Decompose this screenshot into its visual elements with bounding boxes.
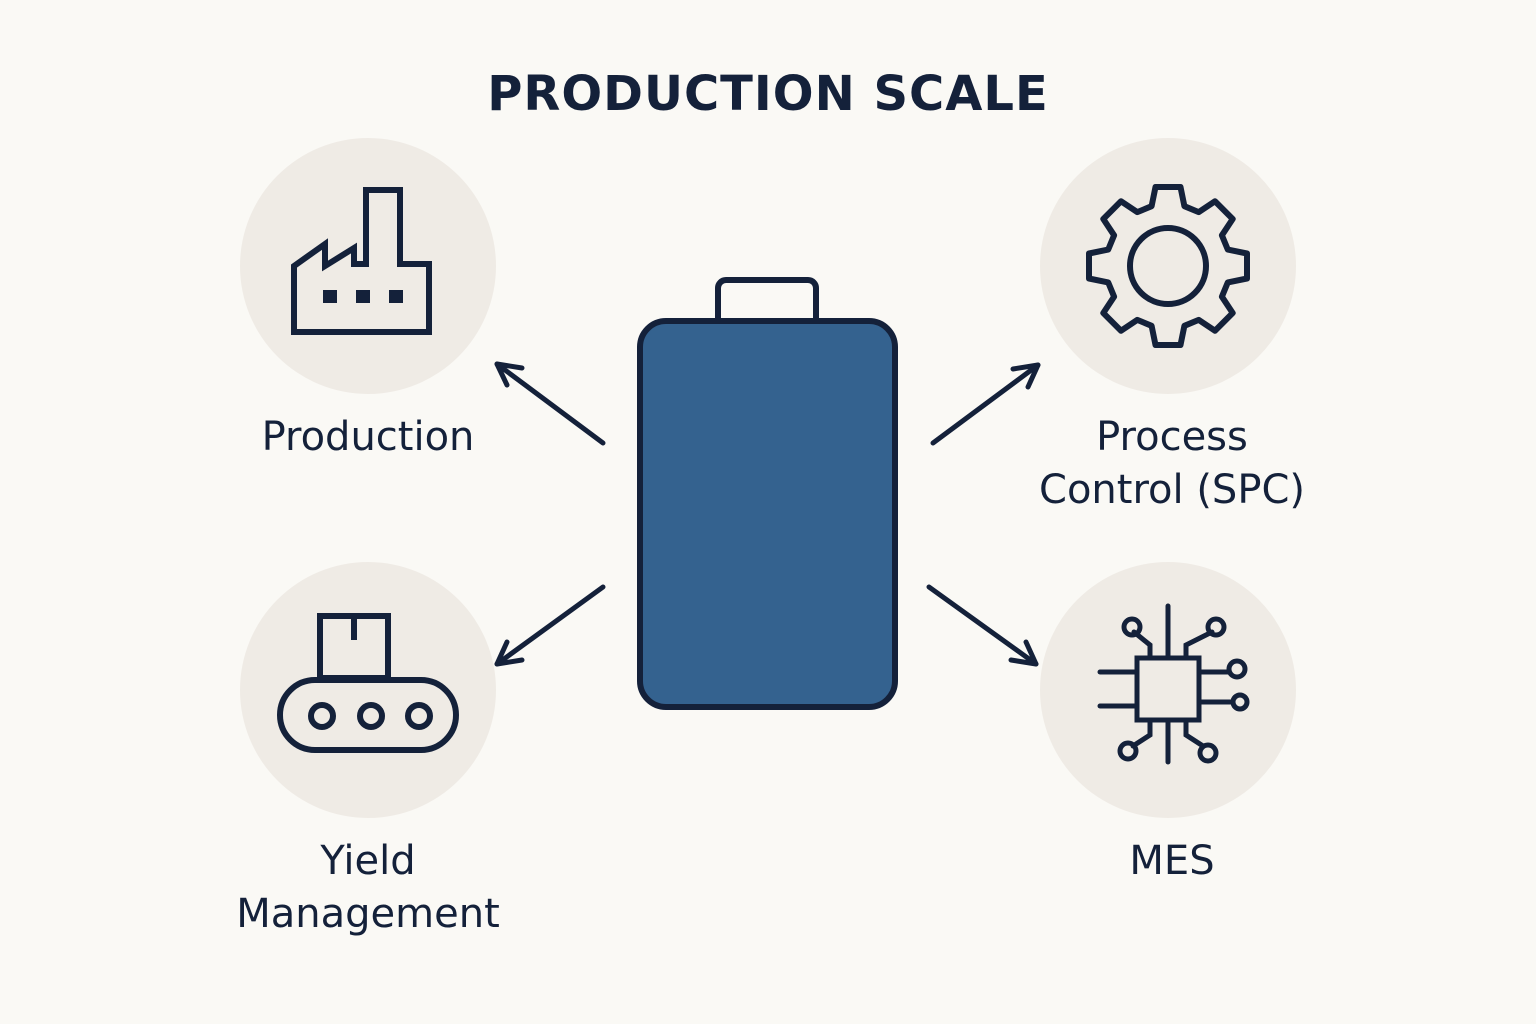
node-label-spc-line-1: Process [1096, 414, 1248, 460]
arrow-to-mes [926, 584, 1039, 667]
factory-icon [291, 187, 432, 335]
node-label-mes: MES [1129, 838, 1215, 884]
battery-icon [637, 277, 898, 710]
mes-circle [1040, 562, 1296, 818]
spc-circle [1040, 138, 1296, 394]
diagram-title: PRODUCTION SCALE [487, 66, 1049, 122]
arrow-to-production [494, 361, 606, 446]
battery-body [637, 318, 898, 710]
node-label-production: Production [261, 414, 475, 460]
node-label-yield-line-2: Management [236, 891, 500, 937]
node-label-yield-line-1: Yield [320, 838, 416, 884]
node-label-spc-line-2: Control (SPC) [1039, 467, 1305, 513]
conveyor-icon [277, 613, 459, 753]
chip-icon [1097, 603, 1250, 765]
yield-circle [240, 562, 496, 818]
arrow-to-spc [930, 362, 1041, 446]
node-label-yield: Yield Management [168, 835, 568, 941]
node-label-spc: Process Control (SPC) [972, 411, 1372, 517]
gear-icon [1086, 184, 1250, 348]
arrow-to-yield [494, 584, 606, 667]
